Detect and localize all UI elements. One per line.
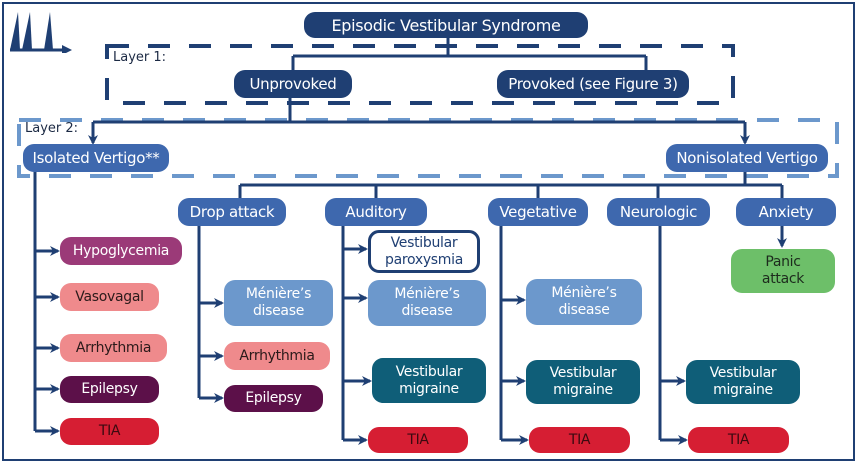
node-isolated-vertigo[interactable]: Isolated Vertigo** [23,144,169,172]
vertigo-spikes-icon [10,12,72,53]
node-hypoglycemia[interactable]: Hypoglycemia [60,237,182,265]
node-vegetative-meniere[interactable]: Ménière’s disease [526,279,642,325]
node-unprovoked[interactable]: Unprovoked [234,70,352,98]
node-drop-arrhythmia[interactable]: Arrhythmia [224,342,330,370]
layer2-label: Layer 2: [25,121,79,136]
diagram-frame [2,2,855,461]
node-arrhythmia[interactable]: Arrhythmia [60,334,167,362]
layer1-box [105,44,735,105]
layer1-label: Layer 1: [113,50,167,65]
node-vegetative[interactable]: Vegetative [488,198,588,226]
node-epilepsy[interactable]: Epilepsy [60,376,159,403]
node-vegetative-vestibular-migraine[interactable]: Vestibular migraine [526,360,640,404]
title-node-episodic-vestibular-syndrome[interactable]: Episodic Vestibular Syndrome [304,12,588,38]
node-auditory-vestibular-migraine[interactable]: Vestibular migraine [372,358,486,403]
node-vestibular-paroxysmia[interactable]: Vestibular paroxysmia [368,230,480,273]
node-drop-epilepsy[interactable]: Epilepsy [224,385,323,412]
node-anxiety[interactable]: Anxiety [736,198,836,226]
node-tia[interactable]: TIA [60,418,159,445]
node-auditory[interactable]: Auditory [325,198,427,226]
node-auditory-meniere[interactable]: Ménière’s disease [368,280,486,326]
node-drop-meniere[interactable]: Ménière’s disease [224,280,333,326]
node-provoked[interactable]: Provoked (see Figure 3) [497,70,689,98]
node-nonisolated-vertigo[interactable]: Nonisolated Vertigo [666,144,828,172]
node-neurologic-vestibular-migraine[interactable]: Vestibular migraine [686,360,800,404]
node-panic-attack[interactable]: Panic attack [731,249,835,293]
node-drop-attack[interactable]: Drop attack [178,198,286,226]
layer2-box [17,118,839,178]
node-neurologic[interactable]: Neurologic [607,198,710,226]
node-vegetative-tia[interactable]: TIA [529,427,630,453]
node-auditory-tia[interactable]: TIA [368,427,468,453]
node-vasovagal[interactable]: Vasovagal [60,283,159,311]
node-neurologic-tia[interactable]: TIA [688,427,789,453]
